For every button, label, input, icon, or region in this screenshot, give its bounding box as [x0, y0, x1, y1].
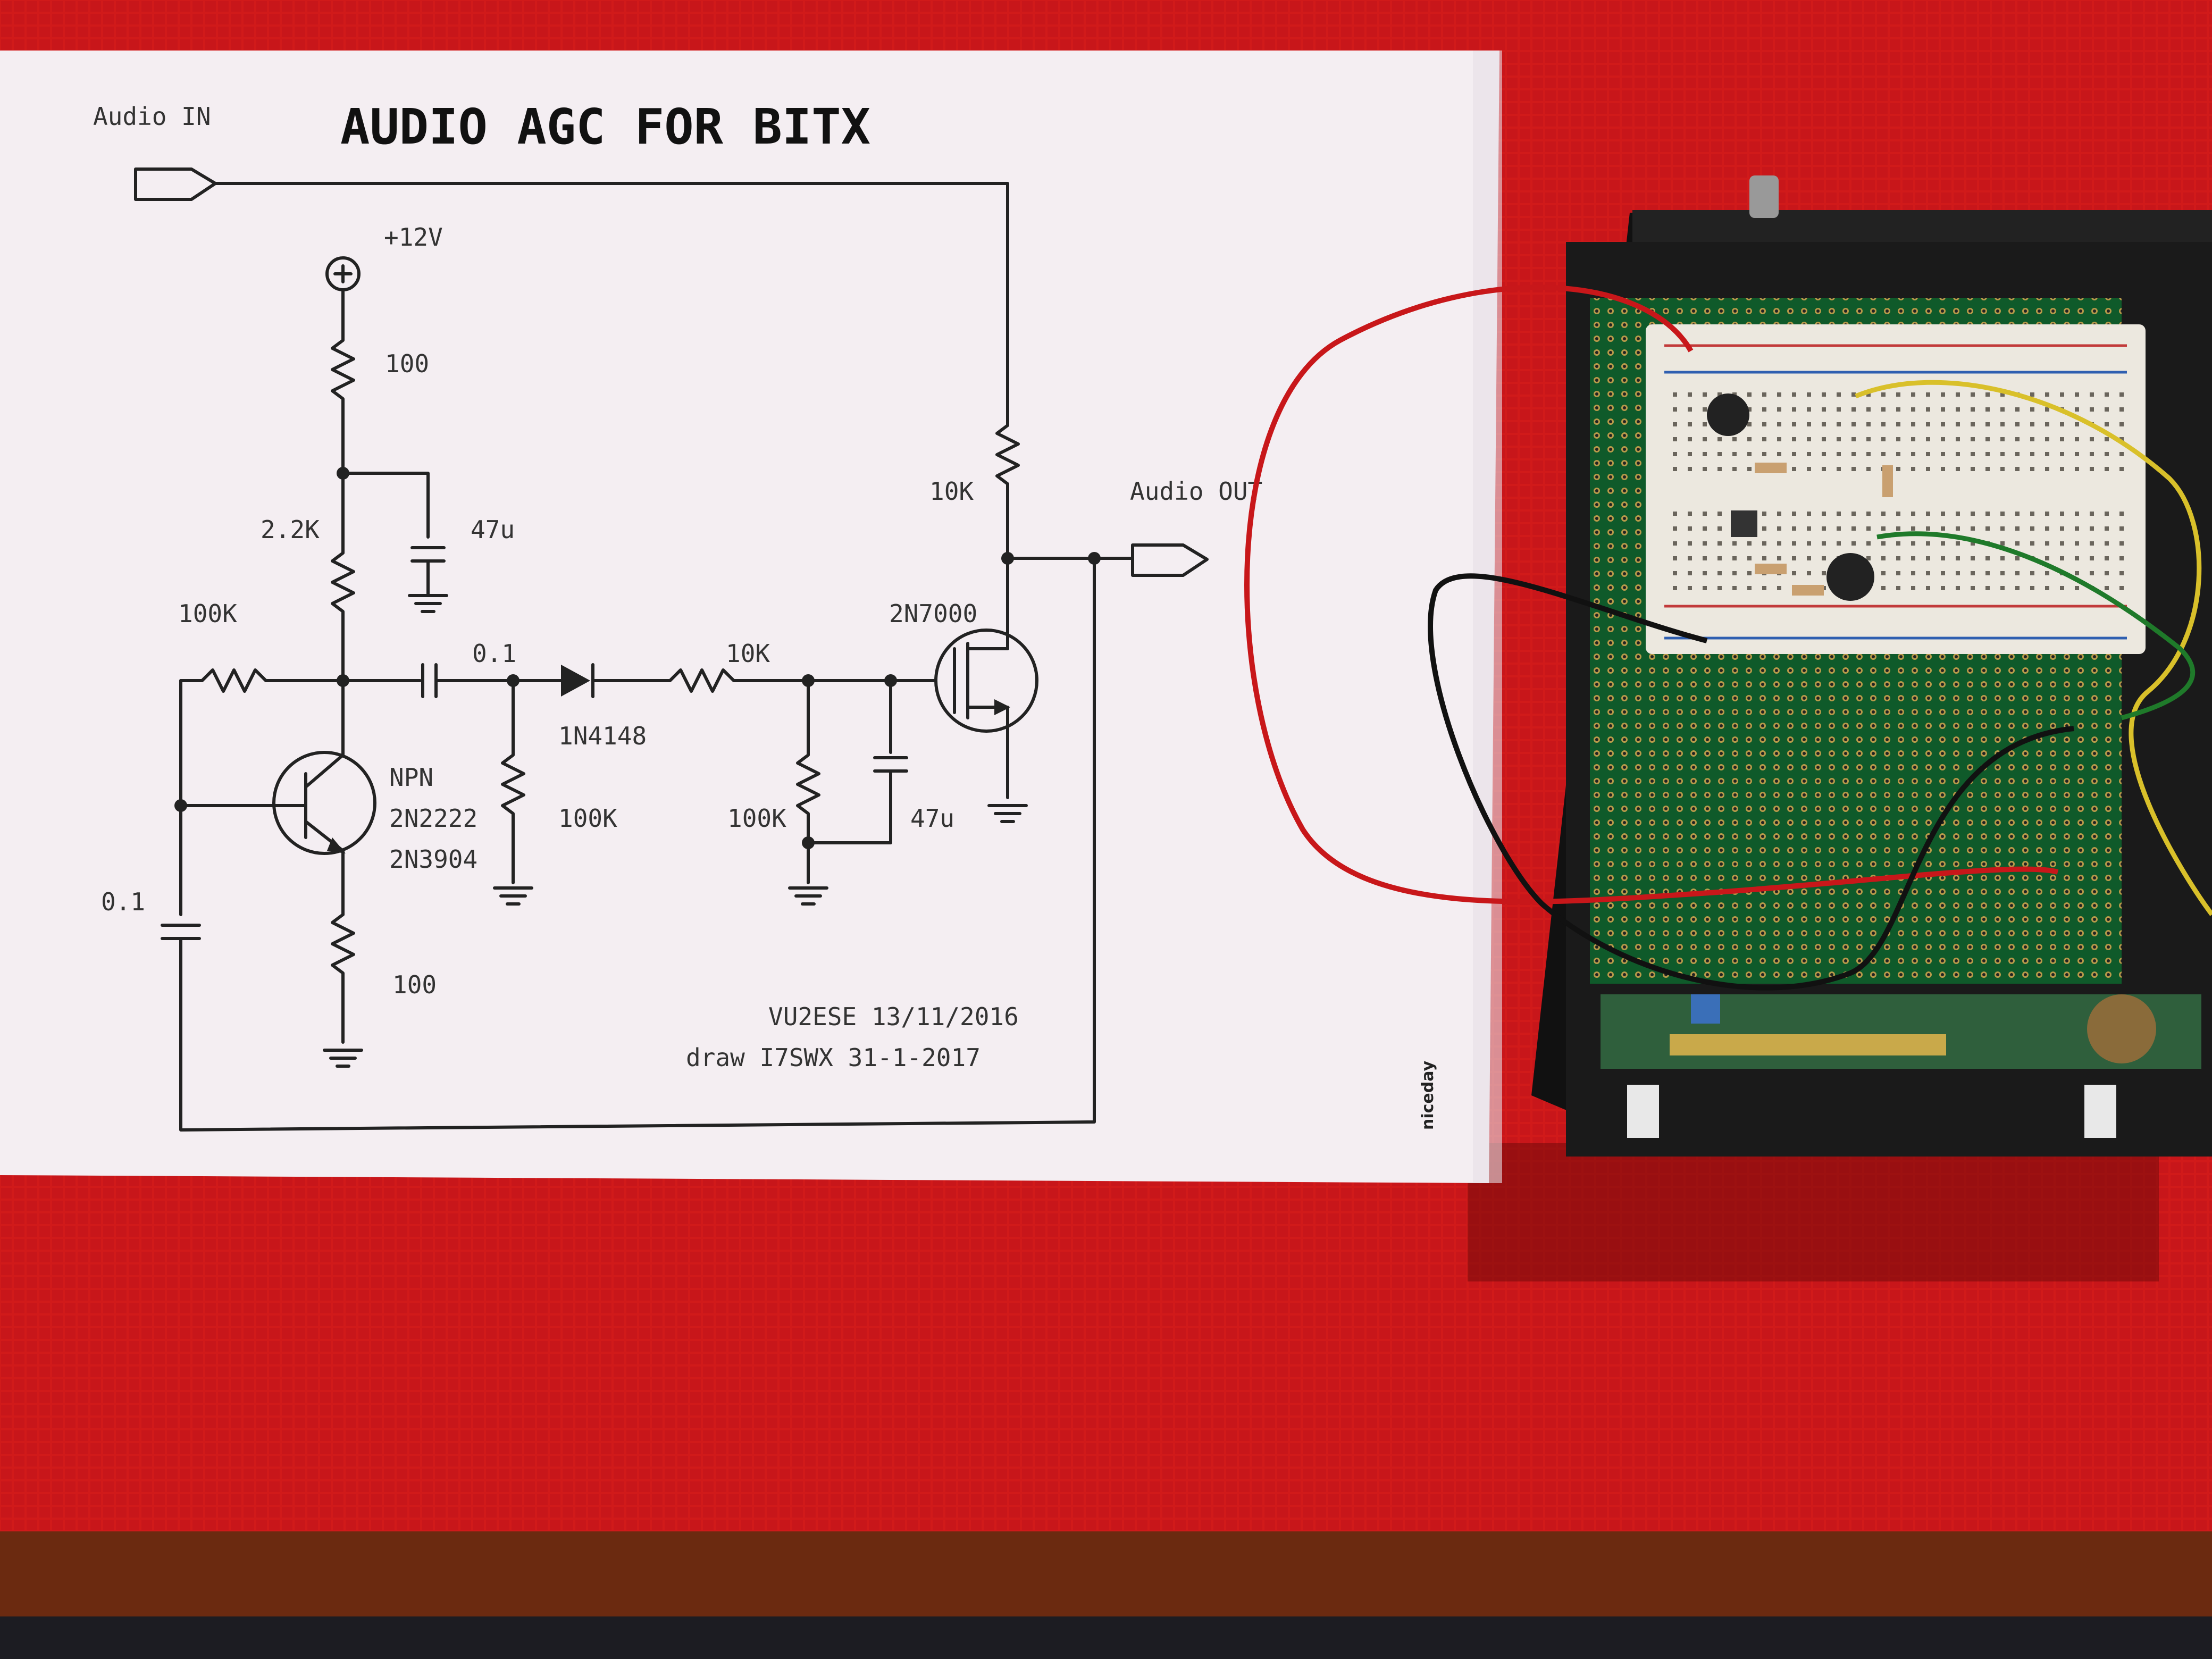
c-base-label: 0.1 [101, 887, 145, 916]
breadboard [1646, 324, 2146, 654]
floor-strip [0, 1616, 2212, 1659]
breadboard-body [1646, 324, 2146, 654]
resistor-2 [1882, 465, 1893, 497]
enclosure [1531, 175, 2212, 1157]
enclosure-top-lip [1632, 210, 2212, 242]
resistor-1 [1755, 463, 1787, 473]
transistor-part-1-label: 2N2222 [389, 804, 477, 833]
transistor-component [1731, 510, 1757, 537]
audio-out-label: Audio OUT [1130, 477, 1262, 506]
wooden-table-edge [0, 1531, 2212, 1616]
plastic-sleeve-edge [1473, 51, 1502, 1183]
r-feedback-label: 100K [178, 599, 237, 628]
transistor-type-label: NPN [389, 763, 433, 792]
r-collector-label: 2.2K [261, 515, 320, 544]
red-wire [1244, 284, 2059, 904]
junction-dots [174, 467, 1101, 849]
credit-line-1: VU2ESE 13/11/2016 [768, 1002, 1019, 1031]
potentiometer-knob [2087, 994, 2156, 1063]
paper [0, 51, 1499, 1183]
c-supply-label: 47u [471, 515, 515, 544]
capacitor-1 [1707, 393, 1749, 436]
yellow-wire [1855, 380, 2212, 916]
black-wire [1428, 573, 2074, 991]
credit-line-2: draw I7SWX 31-1-2017 [686, 1043, 981, 1072]
r-drain-label: 10K [929, 477, 974, 506]
transistor-part-2-label: 2N3904 [389, 845, 477, 874]
watermark-text: niceday [1419, 1060, 1437, 1130]
diode-label: 1N4148 [558, 722, 647, 750]
schematic-wiring [134, 167, 1209, 1132]
supply-label: +12V [384, 223, 443, 252]
r-emitter-label: 100 [392, 970, 437, 999]
audio-in-label: Audio IN [93, 102, 211, 131]
r-gate-shunt-label: 100K [727, 804, 786, 833]
r-top-label: 100 [385, 349, 429, 378]
resistor-3 [1755, 564, 1787, 574]
standoff-left [1627, 1085, 1659, 1138]
capacitor-2 [1826, 553, 1874, 601]
r-series-label: 10K [726, 639, 770, 668]
schematic-sheet: AUDIO AGC FOR BITX Audio IN Audio OUT +1… [0, 51, 1502, 1183]
green-wire [1876, 531, 2196, 720]
mosfet-label: 2N7000 [889, 599, 977, 628]
resistor-4 [1792, 585, 1824, 596]
c-gate-label: 47u [910, 804, 954, 833]
trimmer [1691, 994, 1720, 1024]
header-pins [1670, 1034, 1946, 1055]
schematic-title: AUDIO AGC FOR BITX [340, 98, 870, 155]
c-coupling-label: 0.1 [472, 639, 516, 668]
r-diode-shunt-label: 100K [558, 804, 617, 833]
bnc-connector [1749, 175, 1779, 218]
enclosure-shadow [1468, 1143, 2159, 1281]
standoff-right [2084, 1085, 2116, 1138]
